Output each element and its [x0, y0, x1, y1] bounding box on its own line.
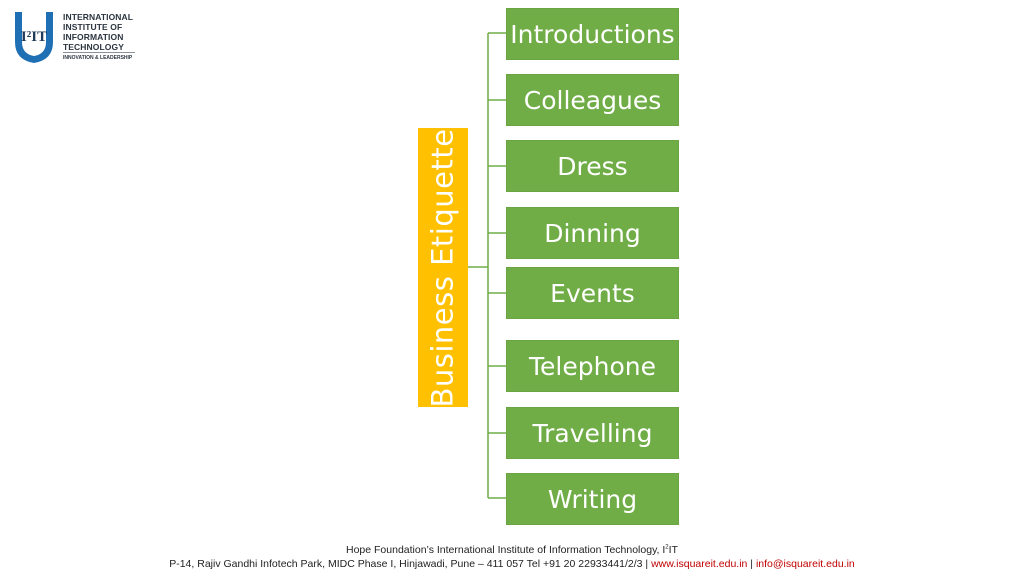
footer-email-link[interactable]: info@isquareit.edu.in: [755, 558, 855, 570]
node-travelling: Travelling: [506, 407, 679, 459]
root-node-business-etiquette: Business Etiquette: [418, 128, 468, 407]
node-introductions: Introductions: [506, 8, 679, 60]
footer-line1-sup: 2: [665, 544, 669, 551]
node-colleagues: Colleagues: [506, 74, 679, 126]
footer-address: P-14, Rajiv Gandhi Infotech Park, MIDC P…: [169, 558, 652, 570]
root-node-label: Business Etiquette: [426, 127, 460, 408]
footer-website-link[interactable]: www.isquareit.edu.in: [651, 558, 748, 570]
svg-text:I²IT: I²IT: [21, 29, 47, 45]
logo-line-2: INSTITUTE OF: [63, 22, 123, 32]
footer-institute-name: Hope Foundation’s International Institut…: [0, 544, 1024, 556]
node-writing: Writing: [506, 473, 679, 525]
logo-line-1: INTERNATIONAL: [63, 12, 134, 22]
logo-wordmark: INTERNATIONAL INSTITUTE OF INFORMATION T…: [63, 12, 133, 52]
footer-contact: P-14, Rajiv Gandhi Infotech Park, MIDC P…: [0, 558, 1024, 570]
node-dress: Dress: [506, 140, 679, 192]
shield-logo-icon: I²IT: [15, 12, 53, 63]
footer-line1-suffix: IT: [668, 544, 678, 556]
footer-separator: |: [747, 558, 756, 570]
logo-line-3: INFORMATION: [63, 32, 124, 42]
node-events: Events: [506, 267, 679, 319]
logo-line-4: TECHNOLOGY: [63, 42, 124, 52]
logo-divider: [63, 52, 135, 53]
logo-tagline: INNOVATION & LEADERSHIP: [63, 55, 133, 61]
institute-logo: I²IT INTERNATIONAL INSTITUTE OF INFORMAT…: [12, 10, 136, 68]
footer-line1-prefix: Hope Foundation’s International Institut…: [346, 544, 666, 556]
node-dinning: Dinning: [506, 207, 679, 259]
node-telephone: Telephone: [506, 340, 679, 392]
